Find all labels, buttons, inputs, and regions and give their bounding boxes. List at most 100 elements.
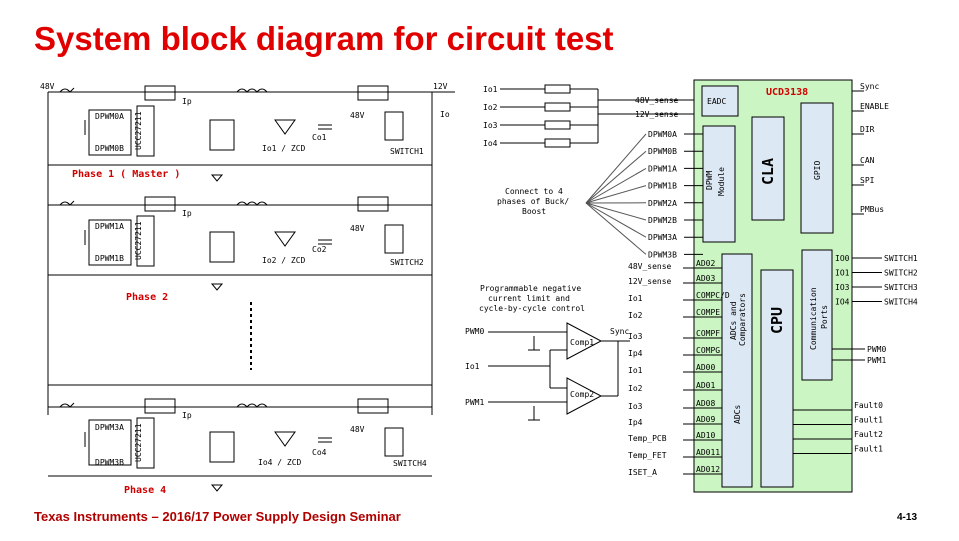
phase-4: Ip UCC27211 DPWM3A DPWM3B Io4 / ZCD Co4 … xyxy=(48,398,432,496)
io-pin-label: IO3 xyxy=(835,283,850,292)
gpio-block: GPIO xyxy=(813,161,822,180)
phase-label: Phase 1 ( Master ) xyxy=(72,169,180,180)
sense-12v: 12V_sense xyxy=(635,110,679,119)
dpwm-pin: DPWM2A xyxy=(648,199,677,208)
switch-voltage-label: 48V xyxy=(350,111,365,120)
adc-signal-label: Io2 xyxy=(628,384,643,393)
adc-signal-label: Temp_FET xyxy=(628,451,667,460)
ip-label: Ip xyxy=(182,209,192,218)
adc-signal-label: Temp_PCB xyxy=(628,434,667,443)
dpwm-fan-line xyxy=(585,185,647,204)
io1-in-label: Io1 xyxy=(465,362,480,371)
output-current-label: Io xyxy=(440,110,450,119)
right-pin-label: ENABLE xyxy=(860,102,889,111)
dpwm-fan-line xyxy=(585,202,647,255)
pwm-a-label: DPWM0A xyxy=(95,112,124,121)
right-pin-label: DIR xyxy=(860,125,875,134)
comparator-note-line-3: cycle-by-cycle control xyxy=(479,304,585,313)
dpwm-fan-line xyxy=(585,133,647,204)
adc-signal-label: Ip4 xyxy=(628,349,643,358)
comparator-note-line-1: Programmable negative xyxy=(480,284,581,293)
dpwm-pin: DPWM0B xyxy=(648,147,677,156)
pwm-a-label: DPWM3A xyxy=(95,423,124,432)
eadc-block: EADC xyxy=(707,97,726,106)
ucd3138-controller: UCD3138 EADC DPWM Module CLA GPIO ADCs a… xyxy=(635,79,853,493)
switch-label: SWITCH4 xyxy=(393,459,427,468)
page-number: 4-13 xyxy=(897,512,918,523)
connect-note-line-2: phases of Buck/ xyxy=(497,197,569,206)
adc-pin-label: AD08 xyxy=(696,399,715,408)
switch-label: SWITCH1 xyxy=(390,147,424,156)
inductor-label: Io4 / ZCD xyxy=(258,458,302,467)
adc-signal-label: Io3 xyxy=(628,402,643,411)
right-pin-label: CAN xyxy=(860,156,875,165)
fault-label: Fault1 xyxy=(854,416,883,425)
adcs-block: ADCs xyxy=(733,405,742,424)
phase-1: Ip UCC27211 DPWM0A DPWM0B Io1 / ZCD Co1 … xyxy=(48,85,432,182)
adc-signal-label: Io1 xyxy=(628,294,643,303)
input-voltage-label: 48V xyxy=(40,82,55,91)
adc-pin-label: AD09 xyxy=(696,415,715,424)
adc-pin-label: AD00 xyxy=(696,363,715,372)
controller-name: UCD3138 xyxy=(766,87,808,98)
pwm0-in-label: PWM0 xyxy=(465,327,484,336)
driver-label: UCC27211 xyxy=(134,221,143,260)
output-voltage-label: 12V xyxy=(433,82,448,91)
dpwm-pin: DPWM3A xyxy=(648,233,677,242)
connect-note: Connect to 4 phases of Buck/ Boost xyxy=(497,187,569,216)
comm-block-sub: Ports xyxy=(820,305,829,329)
adc-pin-label: AD01 xyxy=(696,381,715,390)
adc-pin-label: COMPE xyxy=(696,308,720,317)
footer-source: Texas Instruments – 2016/17 Power Supply… xyxy=(34,509,401,524)
right-pin-label: SPI xyxy=(860,176,875,185)
pwm-out-label: PWM1 xyxy=(867,356,886,365)
io-pin-signal: SWITCH2 xyxy=(884,269,918,278)
comp1-label: Comp1 xyxy=(570,338,594,347)
driver-label: UCC27211 xyxy=(134,423,143,462)
dpwm-pin: DPWM3B xyxy=(648,250,677,259)
comp2-label: Comp2 xyxy=(570,390,594,399)
page-title: System block diagram for circuit test xyxy=(34,20,614,57)
connect-note-line-3: Boost xyxy=(522,207,546,216)
dpwm-fan-line xyxy=(585,167,647,204)
io-resistor xyxy=(544,120,571,130)
comparator-section: Programmable negative current limit and … xyxy=(465,284,630,421)
cpu-block: CPU xyxy=(768,307,786,334)
cap-label: Co2 xyxy=(312,245,327,254)
adc-pin-label: COMPF xyxy=(696,329,720,338)
connect-note-line-1: Connect to 4 xyxy=(505,187,563,196)
dpwm-block-sub: Module xyxy=(717,167,726,196)
driver-label: UCC27211 xyxy=(134,111,143,150)
io-input-label: Io1 xyxy=(483,85,498,94)
dpwm-fan-line xyxy=(585,202,647,238)
fault-label: Fault0 xyxy=(854,401,883,410)
ip-label: Ip xyxy=(182,411,192,420)
adc-pin-label: AD03 xyxy=(696,274,715,283)
io-pin-label: IO4 xyxy=(835,298,850,307)
switch-voltage-label: 48V xyxy=(350,425,365,434)
switch-label: SWITCH2 xyxy=(390,258,424,267)
adc-pin-label: COMPC/D xyxy=(696,291,730,300)
ip-label: Ip xyxy=(182,97,192,106)
inductor-label: Io2 / ZCD xyxy=(262,256,306,265)
pwm-out-label: PWM0 xyxy=(867,345,886,354)
io-input-label: Io2 xyxy=(483,103,498,112)
dpwm-pin: DPWM0A xyxy=(648,130,677,139)
adc-signal-label: Io1 xyxy=(628,366,643,375)
io-pin-label: IO1 xyxy=(835,269,850,278)
adc-signal-label: Ip4 xyxy=(628,418,643,427)
io-resistor xyxy=(544,102,571,112)
fault-label: Fault2 xyxy=(854,430,883,439)
cap-label: Co1 xyxy=(312,133,327,142)
adc-signal-label: Io2 xyxy=(628,311,643,320)
cla-block: CLA xyxy=(759,158,777,185)
dpwm-pin: DPWM2B xyxy=(648,216,677,225)
pwm-b-label: DPWM1B xyxy=(95,254,124,263)
pwm1-in-label: PWM1 xyxy=(465,398,484,407)
cap-label: Co4 xyxy=(312,448,327,457)
io-pin-signal: SWITCH4 xyxy=(884,298,918,307)
adc-signal-label: 12V_sense xyxy=(628,277,672,286)
pwm-b-label: DPWM3B xyxy=(95,458,124,467)
